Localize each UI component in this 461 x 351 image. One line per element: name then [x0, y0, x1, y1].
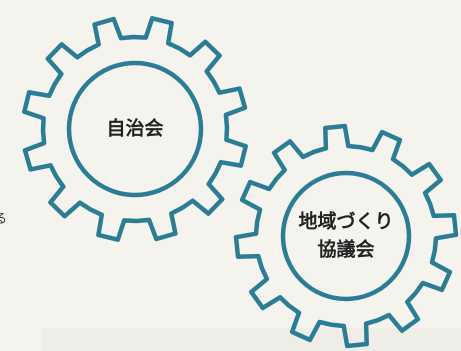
- gear-chiiki-outline: [233, 123, 459, 349]
- gear-icon: 自治会: [22, 16, 248, 242]
- gear-jichikai-label: 自治会: [106, 117, 163, 140]
- gear-chiiki-inner-ring: [280, 170, 412, 302]
- gear-jichikai-inner-ring: [66, 60, 204, 198]
- cut-off-text: る: [0, 212, 8, 227]
- gear-jichikai-outline: [22, 16, 248, 242]
- gear-chiiki-label-line-2: 協議会: [317, 238, 374, 261]
- gear-icon: 地域づくり 協議会: [233, 123, 459, 349]
- gear-chiiki-label-line-1: 地域づくり: [298, 210, 393, 233]
